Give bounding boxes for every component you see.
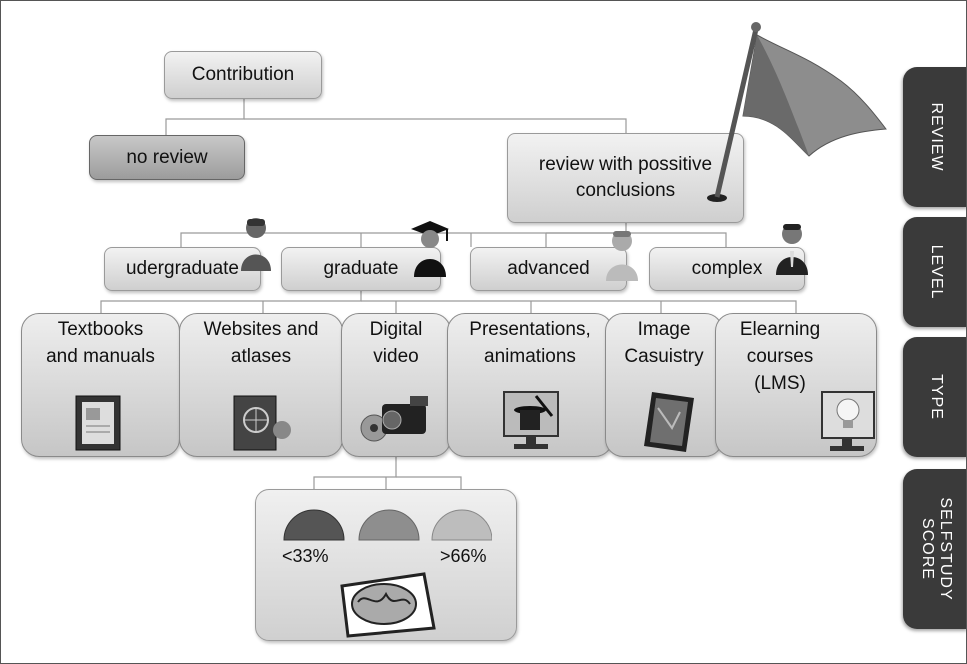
positive-review-label: review with possitive conclusions: [538, 154, 713, 201]
type-label: Image Casuistry: [624, 319, 704, 367]
type-label: Elearning courses (LMS): [739, 319, 821, 394]
positive-review-node: review with possitive conclusions: [507, 133, 744, 223]
level-label: graduate: [323, 258, 399, 279]
tab-selfstudy-score[interactable]: SELFSTUDY SCORE: [903, 469, 966, 629]
monitor-lightbulb-icon: [821, 391, 875, 451]
score-low-label: <33%: [282, 546, 329, 566]
tab-review-label: REVIEW: [927, 102, 945, 172]
type-elearning: Elearning courses (LMS): [715, 313, 877, 457]
businessman-icon: [776, 224, 808, 275]
level-undergraduate: udergraduate: [104, 247, 261, 291]
tab-type-label: TYPE: [927, 374, 945, 420]
tab-type[interactable]: TYPE: [903, 337, 966, 457]
tablet-icon: [644, 392, 694, 452]
brain-map-icon: [340, 572, 436, 638]
tab-selfstudy-score-label: SELFSTUDY SCORE: [918, 497, 954, 601]
type-digital-video: Digital video: [341, 313, 451, 457]
globe-book-icon: [233, 395, 291, 451]
level-graduate: graduate: [281, 247, 441, 291]
flag-icon: [707, 22, 887, 202]
contribution-label: Contribution: [191, 64, 295, 85]
type-image-casuistry: Image Casuistry: [605, 313, 723, 457]
student-person-icon: [241, 218, 271, 271]
level-label: udergraduate: [125, 258, 240, 279]
type-textbooks: Textbooks and manuals: [21, 313, 180, 457]
advanced-person-icon: [606, 231, 638, 281]
type-label: Digital video: [369, 319, 423, 367]
score-high-label: >66%: [440, 546, 487, 566]
tab-review[interactable]: REVIEW: [903, 67, 966, 207]
selfstudy-score-panel: <33% >66%: [255, 489, 517, 641]
level-label: advanced: [507, 258, 590, 279]
book-icon: [75, 395, 121, 451]
type-label: Websites and atlases: [203, 319, 319, 367]
tab-level[interactable]: LEVEL: [903, 217, 966, 327]
no-review-label: no review: [126, 146, 208, 168]
level-advanced: advanced: [470, 247, 627, 291]
graduate-person-icon: [411, 221, 449, 277]
score-domes: [283, 509, 492, 541]
contribution-node: Contribution: [164, 51, 322, 99]
type-websites: Websites and atlases: [179, 313, 343, 457]
level-label: complex: [691, 258, 763, 279]
type-presentations: Presentations, animations: [447, 313, 613, 457]
type-label: Presentations, animations: [469, 319, 591, 367]
no-review-node: no review: [89, 135, 245, 180]
tab-level-label: LEVEL: [927, 244, 945, 300]
camcorder-icon: [360, 396, 428, 442]
monitor-tophat-icon: [503, 391, 559, 449]
type-label: Textbooks and manuals: [46, 319, 155, 367]
